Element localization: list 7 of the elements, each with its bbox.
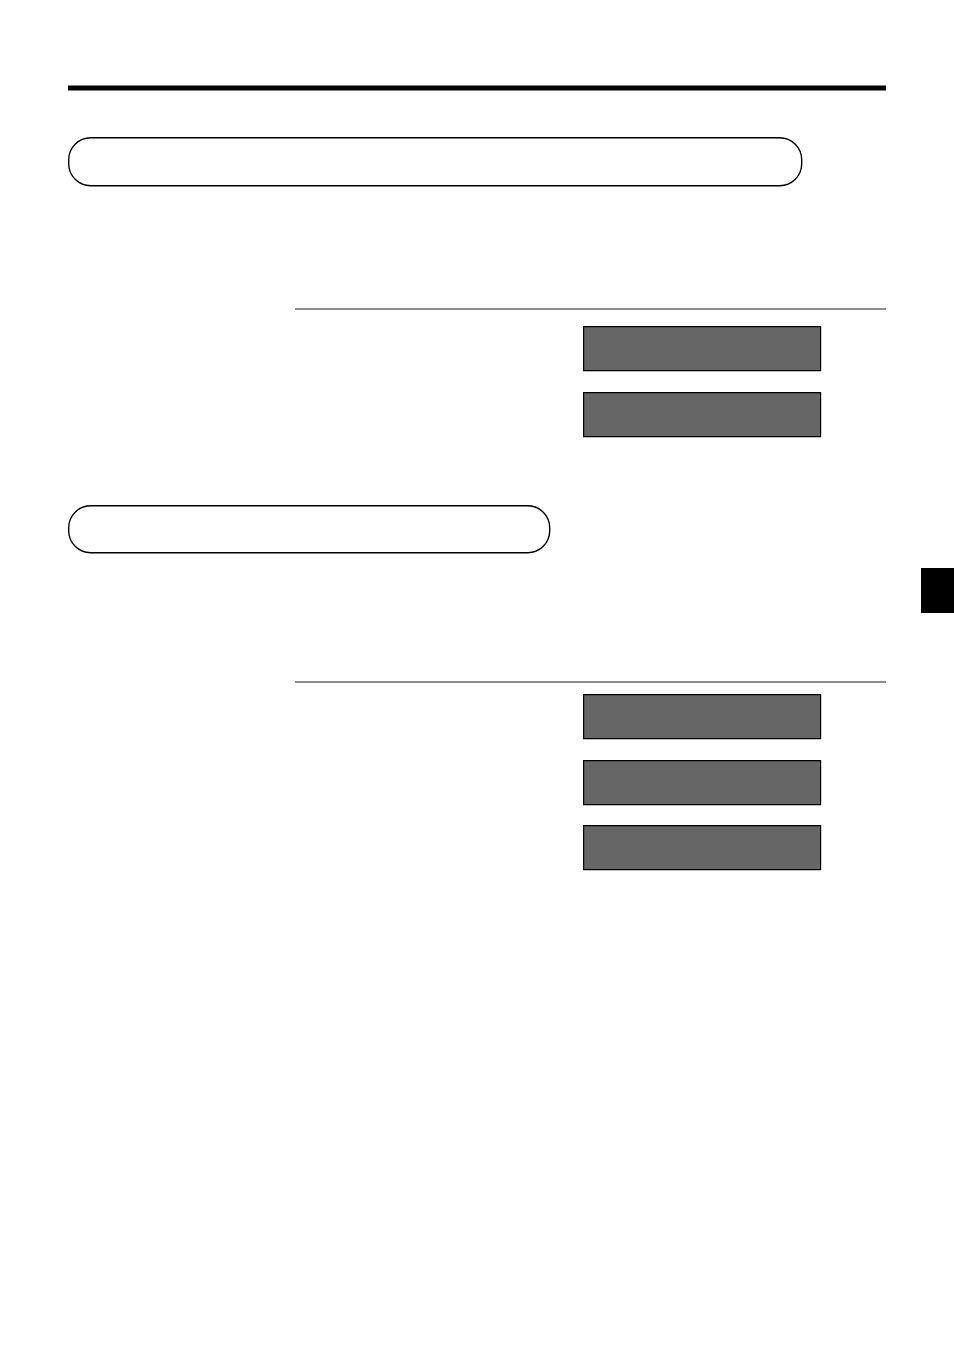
display-bar bbox=[583, 825, 822, 871]
display-bar bbox=[583, 326, 822, 372]
display-bar bbox=[583, 694, 822, 740]
display-bar bbox=[583, 392, 822, 438]
heading-box bbox=[68, 137, 803, 187]
display-bar bbox=[583, 760, 822, 806]
heading-box bbox=[68, 505, 551, 554]
